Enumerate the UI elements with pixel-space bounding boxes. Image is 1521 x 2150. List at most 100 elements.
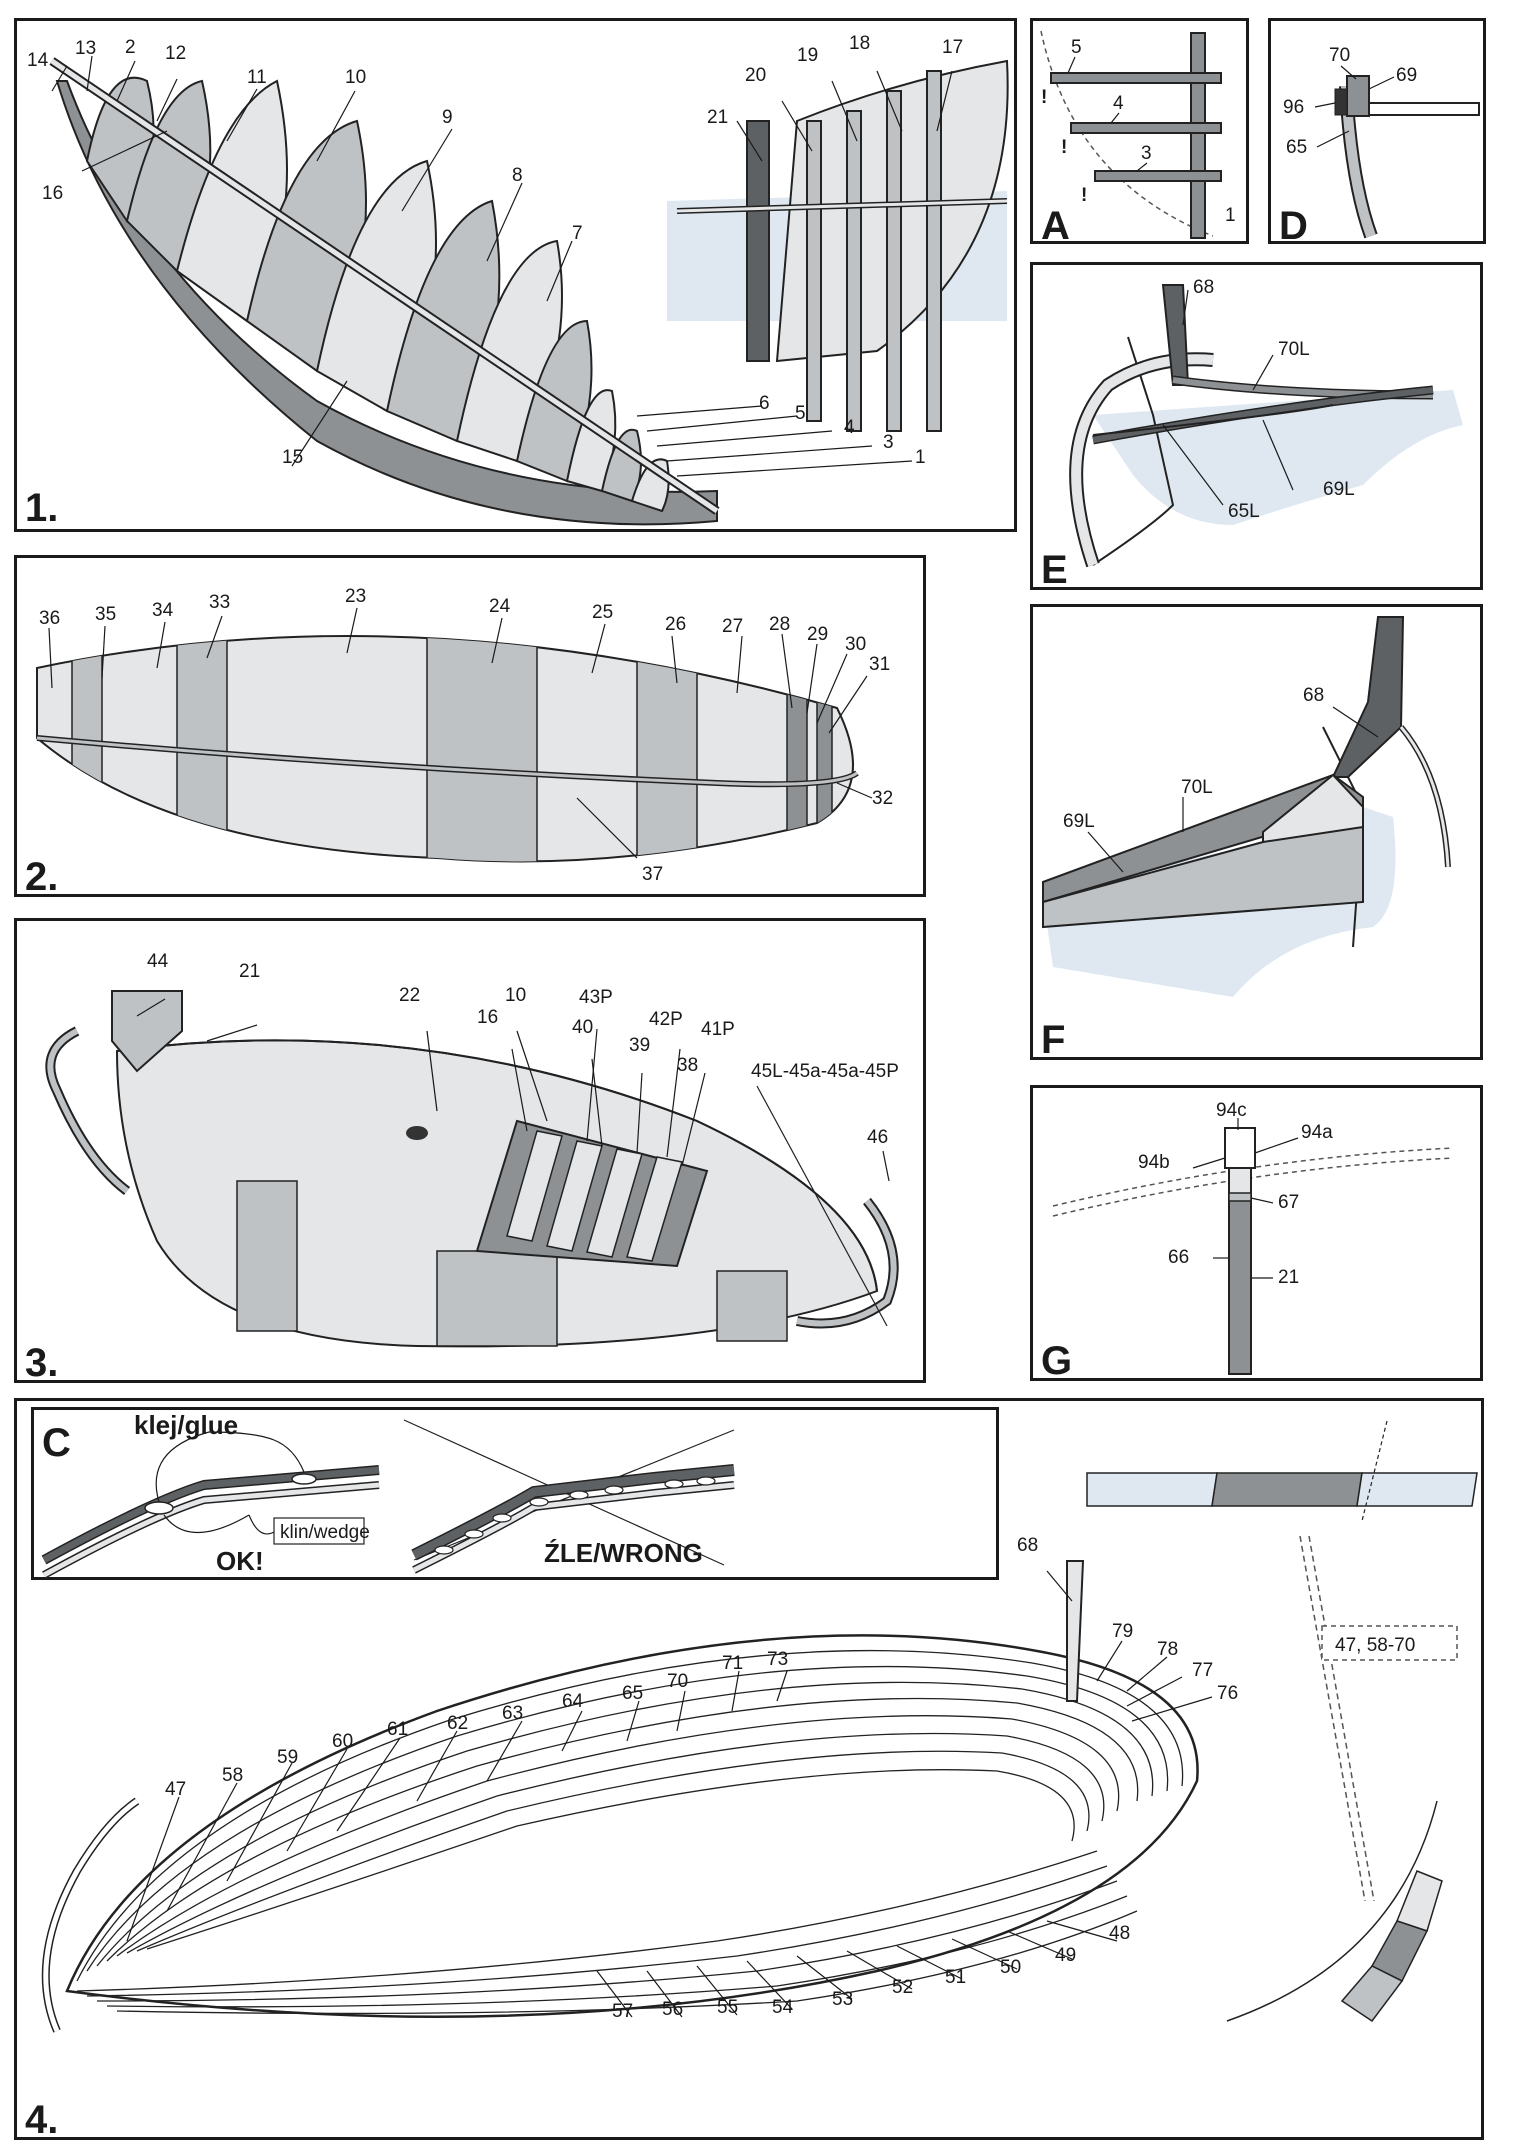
label-36: 36: [39, 608, 60, 629]
label-69L: 69L: [1323, 479, 1355, 500]
label-11: 11: [247, 67, 267, 88]
label-56: 56: [662, 1999, 683, 2020]
label-21: 21: [1278, 1267, 1299, 1288]
strake-range: 47, 58-70: [1335, 1635, 1415, 1656]
label-16: 16: [477, 1007, 498, 1028]
label-71: 71: [722, 1653, 743, 1674]
label-77: 77: [1192, 1660, 1213, 1681]
label-60: 60: [332, 1731, 353, 1752]
label-65: 65: [622, 1683, 643, 1704]
panel-letter: C: [42, 1421, 71, 1465]
deck-drawing: 44 21 22 10 16 43P 40 39 42P 38 41P 45L-…: [25, 951, 899, 1385]
bulkheads-drawing: 36 35 34 33 23 24 25 26 27 28 29 30 31 3…: [25, 586, 893, 899]
label-38: 38: [677, 1055, 698, 1076]
warn-mark: !: [1081, 185, 1087, 206]
detail-G-drawing: 94c 94b 94a 67 66 21 G: [1041, 1100, 1454, 1383]
label-20: 20: [745, 65, 766, 86]
label-47: 47: [165, 1779, 186, 1800]
panel-F: 68 70L 69L F: [1030, 604, 1483, 1062]
label-40: 40: [572, 1017, 593, 1038]
label-65: 65: [1286, 137, 1307, 158]
label-52: 52: [892, 1977, 913, 1998]
label-50: 50: [1000, 1957, 1021, 1978]
label-48: 48: [1109, 1923, 1130, 1944]
detail-E-drawing: 68 70L 65L 69L E: [1041, 277, 1463, 592]
label-46: 46: [867, 1127, 888, 1148]
panel-letter: A: [1041, 204, 1070, 247]
label-30: 30: [845, 634, 866, 655]
warn-mark: !: [1061, 137, 1067, 158]
label-16: 16: [42, 183, 63, 204]
label-35: 35: [95, 604, 116, 625]
label-2: 2: [125, 37, 136, 58]
panel-4-planking: 47, 58-70 68 79 78 77 76 71 73 70 65: [14, 1398, 1484, 2142]
ok-label: OK!: [216, 1546, 264, 1576]
panel-C-glue-detail: klej/glue klin/wedge OK! ŹLE/WRONG C: [31, 1407, 999, 1580]
label-68: 68: [1193, 277, 1214, 298]
panel-D: 70 69 96 65 D: [1268, 18, 1486, 247]
label-63: 63: [502, 1703, 523, 1724]
label-31: 31: [869, 654, 890, 675]
label-51: 51: [945, 1967, 966, 1988]
panel-number: 1.: [25, 486, 58, 530]
glue-detail-drawing: klej/glue klin/wedge OK! ŹLE/WRONG C: [41, 1410, 735, 1579]
panel-3-deck: 44 21 22 10 16 43P 40 39 42P 38 41P 45L-…: [14, 918, 926, 1385]
label-6: 6: [759, 393, 770, 414]
label-22: 22: [399, 985, 420, 1006]
label-9: 9: [442, 107, 453, 128]
label-4: 4: [844, 417, 855, 438]
label-34: 34: [152, 600, 174, 621]
panel-number: 3.: [25, 1341, 58, 1385]
label-70L: 70L: [1278, 339, 1310, 360]
wedge-label: klin/wedge: [280, 1522, 370, 1543]
label-17: 17: [942, 37, 963, 58]
label-66: 66: [1168, 1247, 1189, 1268]
label-5: 5: [795, 403, 806, 424]
label-4: 4: [1113, 93, 1124, 114]
label-8: 8: [512, 165, 523, 186]
label-24: 24: [489, 596, 511, 617]
label-94b: 94b: [1138, 1152, 1170, 1173]
label-23: 23: [345, 586, 366, 607]
panel-1-frames: 14 13 2 12 11 10 9 8 7 16 15 21 20 19 18…: [14, 18, 1017, 532]
panel-number: 2.: [25, 855, 58, 899]
glue-label: klej/glue: [134, 1410, 238, 1440]
label-3: 3: [1141, 143, 1152, 164]
label-18: 18: [849, 33, 870, 54]
label-42P: 42P: [649, 1009, 683, 1030]
label-21: 21: [707, 107, 728, 128]
label-7: 7: [572, 223, 583, 244]
label-76: 76: [1217, 1683, 1238, 1704]
label-19: 19: [797, 45, 818, 66]
panel-number: 4.: [25, 2098, 58, 2142]
label-55: 55: [717, 1997, 738, 2018]
label-41P: 41P: [701, 1019, 735, 1040]
label-69L: 69L: [1063, 811, 1095, 832]
label-68: 68: [1303, 685, 1324, 706]
wrong-label: ŹLE/WRONG: [544, 1538, 703, 1568]
label-27: 27: [722, 616, 743, 637]
label-70: 70: [667, 1671, 688, 1692]
label-1: 1: [1225, 205, 1236, 226]
label-94a: 94a: [1301, 1122, 1333, 1143]
label-70: 70: [1329, 45, 1350, 66]
label-65L: 65L: [1228, 501, 1260, 522]
label-25: 25: [592, 602, 613, 623]
label-94c: 94c: [1216, 1100, 1247, 1121]
label-5: 5: [1071, 37, 1082, 58]
label-1: 1: [915, 447, 926, 468]
label-14: 14: [27, 50, 49, 71]
label-15: 15: [282, 447, 303, 468]
frames-drawing: 14 13 2 12 11 10 9 8 7 16 15 21 20 19 18…: [25, 33, 1009, 530]
label-49: 49: [1055, 1945, 1076, 1966]
detail-D-drawing: 70 69 96 65 D: [1279, 45, 1480, 247]
label-37: 37: [642, 864, 663, 885]
label-13: 13: [75, 38, 96, 59]
label-70L: 70L: [1181, 777, 1213, 798]
label-96: 96: [1283, 97, 1304, 118]
label-12: 12: [165, 43, 186, 64]
label-79: 79: [1112, 1621, 1133, 1642]
label-44: 44: [147, 951, 169, 972]
panel-letter: F: [1041, 1018, 1065, 1062]
label-10: 10: [505, 985, 526, 1006]
